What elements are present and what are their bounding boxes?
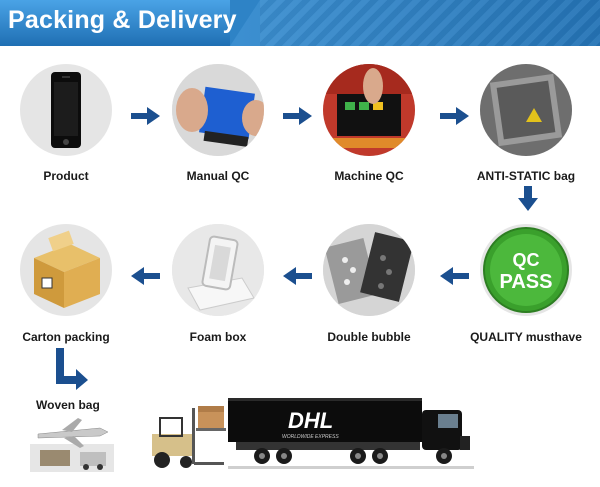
dhl-tagline-text: WORLDWIDE EXPRESS — [282, 434, 339, 440]
hands-phone-icon — [172, 64, 264, 156]
anti-static-bag-image — [480, 64, 572, 156]
forklift-icon — [152, 406, 226, 468]
phone-icon — [51, 72, 81, 148]
label-machine-qc: Machine QC — [334, 169, 404, 183]
header-tab — [0, 0, 260, 46]
arrow-down-icon — [518, 186, 538, 211]
arrow-right-icon — [283, 107, 312, 125]
label-manual-qc: Manual QC — [186, 169, 250, 183]
badge-pass-text: PASS — [500, 271, 553, 293]
arrow-right-icon — [440, 107, 469, 125]
badge-qc-text: QC — [513, 250, 540, 270]
dhl-truck-icon: DHL WORLDWIDE EXPRESS — [228, 398, 474, 469]
label-carton-packing: Carton packing — [22, 330, 110, 344]
foam-box-icon — [172, 224, 264, 316]
carton-image — [20, 224, 112, 316]
anti-static-bag-icon — [480, 64, 572, 156]
double-bubble-image — [323, 224, 415, 316]
bubble-wrap-icon — [323, 224, 415, 316]
header-stripe — [260, 0, 600, 46]
arrow-down-right-icon — [56, 348, 88, 390]
label-woven-bag: Woven bag — [36, 398, 100, 412]
label-double-bubble: Double bubble — [327, 330, 411, 344]
label-anti-static-bag: ANTI-STATIC bag — [476, 169, 576, 183]
air-transport-icon — [30, 418, 114, 472]
qc-pass-badge: QC PASS — [480, 224, 572, 316]
dhl-logo-text: DHL — [288, 408, 333, 433]
page-title: Packing & Delivery — [8, 6, 237, 34]
arrow-left-icon — [283, 267, 312, 285]
testing-machine-icon — [323, 64, 415, 156]
arrow-left-icon — [440, 267, 469, 285]
label-quality-musthave: QUALITY musthave — [470, 330, 582, 344]
carton-box-icon — [34, 230, 100, 308]
manual-qc-image — [172, 64, 264, 156]
foam-box-image — [172, 224, 264, 316]
machine-qc-image — [323, 64, 415, 156]
label-product: Product — [43, 169, 89, 183]
label-foam-box: Foam box — [189, 330, 247, 344]
product-image — [20, 64, 112, 156]
header-banner: Packing & Delivery — [0, 0, 600, 46]
arrow-left-icon — [131, 267, 160, 285]
arrow-right-icon — [131, 107, 160, 125]
qc-pass-seal-icon: QC PASS — [483, 227, 569, 313]
